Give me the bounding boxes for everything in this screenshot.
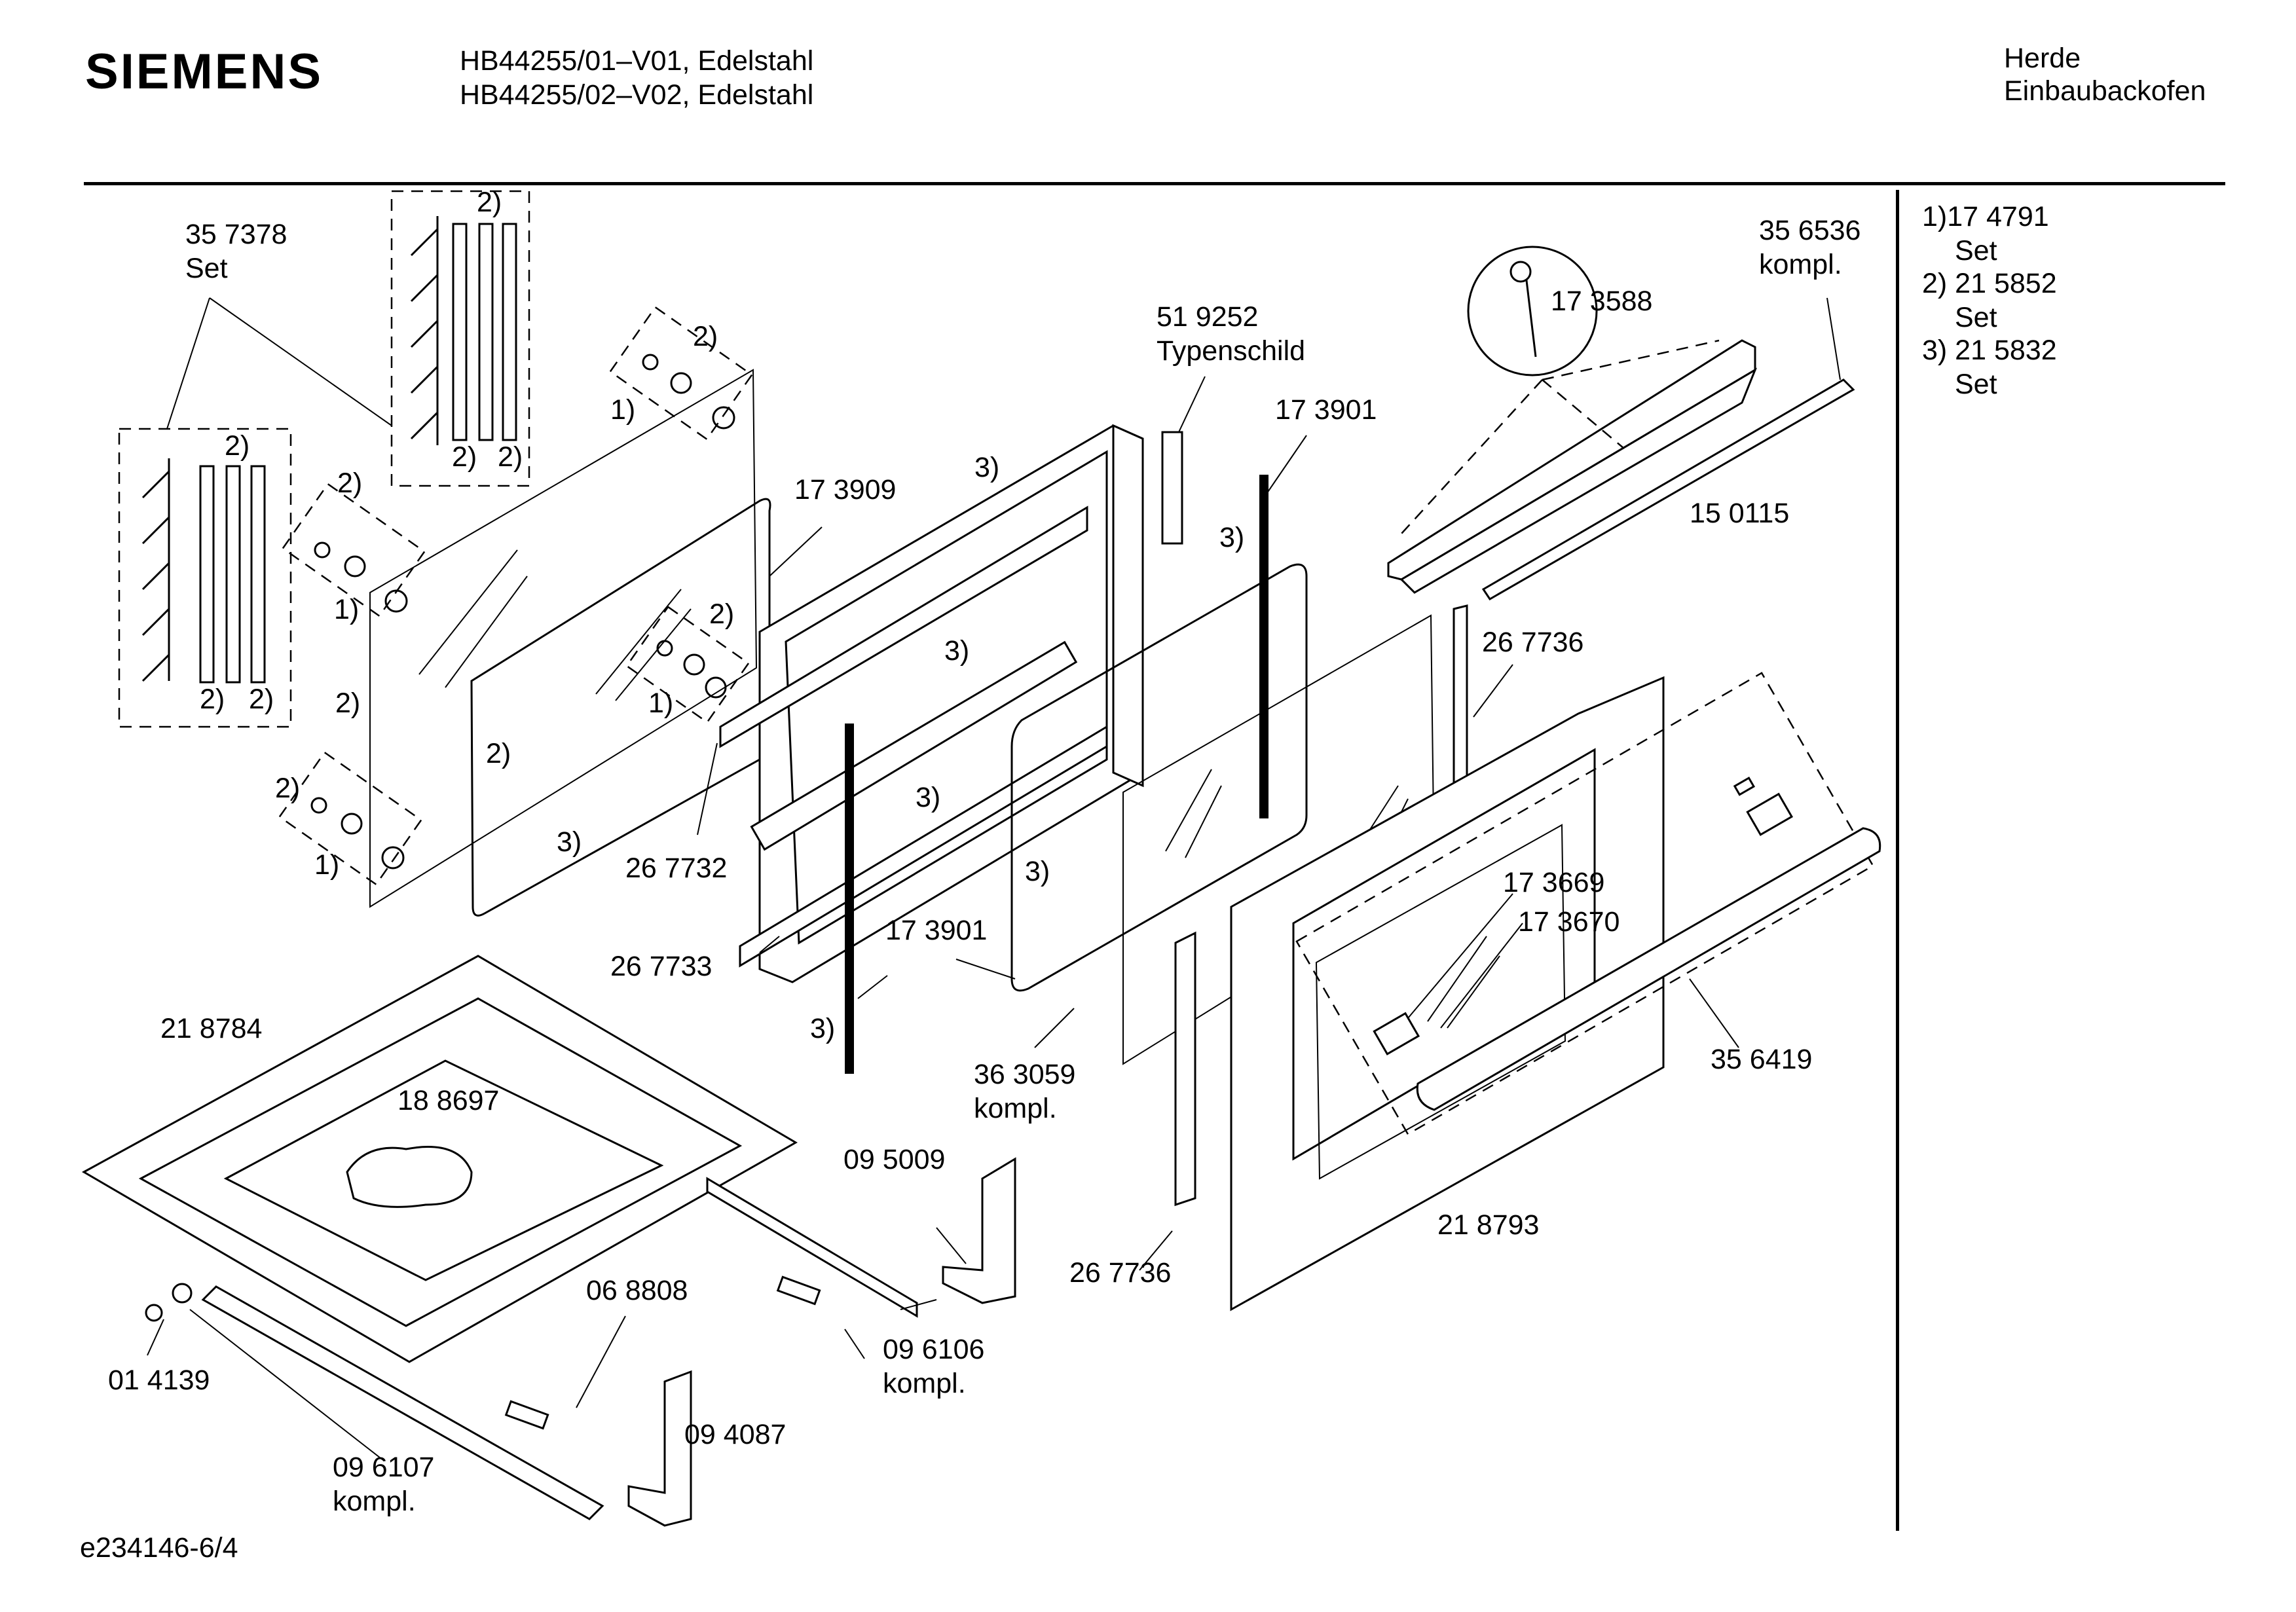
inner-door-frame: [719, 424, 1144, 983]
svg-text:3): 3): [944, 635, 969, 667]
label-267733: 26 7733: [610, 951, 712, 982]
label-kompl-363059: kompl.: [974, 1093, 1057, 1124]
leader-lines: [147, 297, 1841, 1461]
svg-text:3): 3): [557, 826, 582, 858]
label-218793: 21 8793: [1437, 1209, 1539, 1241]
svg-text:3): 3): [916, 782, 940, 813]
svg-text:3): 3): [974, 452, 999, 483]
label-173909: 17 3909: [794, 474, 896, 505]
label-173901-top: 17 3901: [1275, 394, 1377, 426]
screw-detail: [1401, 246, 1720, 534]
clip-068808-a: [776, 1275, 821, 1306]
legend-item-2-code: 2) 21 5852: [1922, 268, 2057, 299]
rating-plate: [1161, 431, 1183, 545]
runner-set-left: [118, 428, 292, 728]
label-173901-bottom: 17 3901: [885, 915, 987, 946]
legend-item-3-code: 3) 21 5832: [1922, 335, 2057, 366]
outer-glass-pane: [278, 306, 758, 908]
label-095009: 09 5009: [843, 1144, 945, 1175]
svg-text:1): 1): [610, 394, 635, 426]
category-line-1: Herde: [2004, 43, 2081, 74]
bracket-095009: [942, 1157, 1016, 1304]
svg-text:1): 1): [648, 687, 673, 719]
clip-068808-b: [504, 1400, 549, 1430]
svg-text:2): 2): [225, 430, 250, 462]
door-seal-2: [1010, 563, 1308, 992]
label-357378: 35 7378: [185, 219, 287, 250]
bottom-baseplate: [81, 955, 918, 1520]
svg-text:1): 1): [334, 594, 359, 625]
label-typenschild: Typenschild: [1157, 335, 1305, 367]
model-line-2: HB44255/02–V02, Edelstahl: [460, 79, 814, 111]
label-set: Set: [185, 253, 228, 284]
drawing-id: e234146-6/4: [80, 1532, 238, 1564]
svg-text:2): 2): [337, 467, 362, 499]
brand-logo: SIEMENS: [85, 44, 324, 100]
svg-text:2): 2): [200, 684, 225, 715]
svg-text:2): 2): [709, 598, 734, 630]
label-519252: 51 9252: [1157, 301, 1258, 333]
svg-text:3): 3): [1219, 522, 1244, 553]
front-door: [1230, 676, 1665, 1311]
label-150115: 15 0115: [1690, 498, 1789, 529]
label-218784: 21 8784: [160, 1013, 262, 1044]
label-kompl-356536: kompl.: [1759, 249, 1842, 280]
label-267736-bottom: 26 7736: [1069, 1257, 1171, 1289]
legend-item-1-code: 1)17 4791: [1922, 201, 2049, 232]
cross-strip: [1481, 378, 1855, 601]
svg-text:2): 2): [335, 687, 360, 719]
svg-text:3): 3): [810, 1013, 835, 1044]
runner-set-top: [390, 190, 530, 487]
svg-text:1): 1): [314, 849, 339, 881]
label-363059: 36 3059: [974, 1059, 1075, 1090]
bracket-094087: [627, 1370, 692, 1527]
door-handle: [1295, 672, 1881, 1135]
label-kompl-096106: kompl.: [883, 1368, 966, 1399]
side-profile-bottom: [1174, 931, 1196, 1207]
label-096106: 09 6106: [883, 1334, 984, 1365]
svg-text:2): 2): [249, 684, 274, 715]
leader-357378: [166, 297, 392, 430]
legend-divider: [1896, 190, 1899, 1531]
label-173670: 17 3670: [1518, 906, 1620, 938]
header-divider: [84, 182, 2225, 185]
label-188697: 18 8697: [398, 1085, 499, 1116]
label-267736-top: 26 7736: [1482, 627, 1583, 658]
legend-item-1-desc: Set: [1955, 235, 1997, 266]
svg-text:2): 2): [477, 187, 502, 218]
model-line-1: HB44255/01–V01, Edelstahl: [460, 45, 814, 77]
legend-item-2-desc: Set: [1955, 302, 1997, 333]
category-line-2: Einbaubackofen: [2004, 75, 2206, 107]
footnote-references: 2) 2) 2) 2) 2) 2) 2) 1) 2) 2) 1) 2) 1) 2…: [200, 187, 1244, 1044]
label-356536: 35 6536: [1759, 215, 1861, 246]
label-068808: 06 8808: [586, 1275, 688, 1306]
top-hinge-rail: [1387, 339, 1758, 594]
label-173669: 17 3669: [1503, 867, 1604, 898]
svg-text:2): 2): [275, 773, 300, 804]
label-094087: 09 4087: [684, 1419, 786, 1450]
svg-text:3): 3): [1025, 856, 1050, 887]
label-096107: 09 6107: [333, 1452, 434, 1483]
svg-text:2): 2): [693, 321, 718, 352]
svg-text:2): 2): [498, 441, 523, 473]
svg-text:2): 2): [452, 441, 477, 473]
label-173588: 17 3588: [1551, 285, 1652, 317]
label-267732: 26 7732: [625, 852, 727, 884]
label-kompl-096107: kompl.: [333, 1486, 416, 1517]
label-014139: 01 4139: [108, 1365, 210, 1396]
label-356419: 35 6419: [1711, 1044, 1812, 1075]
svg-text:2): 2): [486, 738, 511, 769]
side-profile-top: [1453, 604, 1468, 788]
legend-item-3-desc: Set: [1955, 369, 1997, 400]
